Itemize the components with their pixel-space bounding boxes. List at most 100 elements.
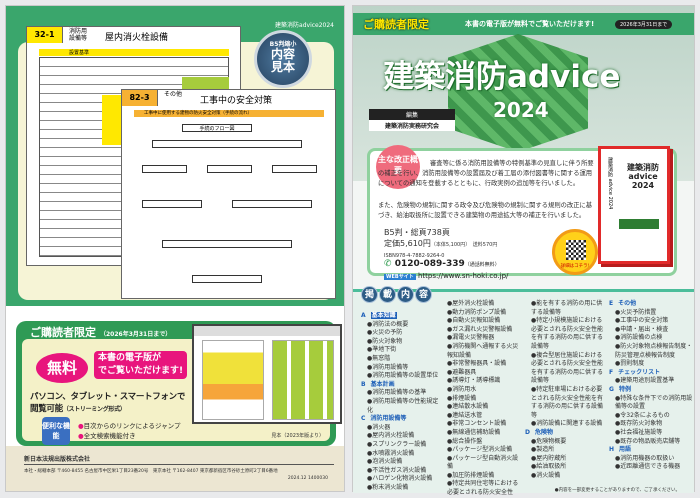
screen-page [272, 340, 334, 420]
feature-list: 目次からのリンクによるジャンプ全文検索機能付き [78, 421, 180, 441]
revision-text-1: 審査等に係る消防用設備等の特例基準の見直しに伴う所要の補正を行い、消防用設備等の… [378, 160, 594, 187]
contents-item: 屋内消火栓設備 [361, 432, 439, 441]
contents-item: 自動火災報知設備 [441, 317, 521, 326]
heading-label: その他 [618, 300, 637, 307]
page-title: 工事中の安全対策 [200, 96, 273, 106]
heading-letter: B [361, 380, 366, 388]
contents-item: 消防用設備等の性能規定化 [361, 398, 439, 415]
heading-letter: H [609, 446, 615, 454]
contents-heading: B 基本計画 [361, 381, 439, 390]
phone-number[interactable]: ✆ 0120-089-339（通話料無料） [384, 259, 500, 269]
contents-heading: C 消防用設備等 [361, 415, 439, 424]
contents-item: 令32条によるもの [609, 412, 693, 421]
book-title: 建築消防advice [383, 59, 621, 95]
publisher-footer: 新日本法規出版株式会社 本社・総轄本部 〒460-8455 名古屋市中区栄1丁目… [6, 446, 344, 491]
heading-label: チェックリスト [618, 368, 661, 376]
free-badge: 無料 [36, 353, 88, 383]
flow-box [192, 275, 262, 283]
cover-panel: ご購読者限定 本書の電子版が無料でご覧いただけます! 2026年3月31日まで … [352, 5, 695, 496]
contents-item: 既存防火対象物 [609, 420, 693, 429]
contents-item: 危険物概要 [525, 438, 605, 447]
website-link[interactable]: WEBサイト https://www.sn-hoki.co.jp/ [384, 272, 509, 280]
contents-item: 近距離通信できる機器 [609, 463, 693, 472]
contents-item: 無線通信補助設備 [441, 429, 521, 438]
heading-label: 消防用設備等 [370, 415, 407, 423]
contents-item: 防火対象物点検報告制度・防災管理点検報告制度 [609, 343, 693, 360]
sample-sheet-2: 82-3 その他 工事中の安全対策 工事中に使用する建物の防火安全対策（手続の流… [121, 89, 336, 299]
main-revision-badge: 主な改正概要 [376, 145, 420, 189]
qr-code[interactable]: 詳細はコチラ! [552, 229, 598, 275]
book-year: 2024 [493, 98, 549, 122]
contents-item: 準地下街 [361, 346, 439, 355]
editor-block: 編集建築消防実務研究会 [369, 109, 455, 131]
revision-text-2: また、危険物の規制に関する政令及び危険物の規制に関する規則の改正に基づき、給油取… [378, 202, 593, 219]
heading-label: 危険物 [534, 428, 553, 436]
free-message: 本書の電子版がでご覧いただけます! [94, 351, 188, 379]
header-small-title: 建築消防advice2024 [275, 22, 334, 29]
contents-item: 消防用設備等の設置単位 [361, 372, 439, 381]
contents-item: 複合型居住施設における必要とされる防火安全性能を有する消防の用に供する設備等 [525, 352, 605, 386]
contents-item: 特定駐車場における必要とされる防火安全性能を有する消防の用に供する設備等 [525, 386, 605, 420]
contents-item: 給油取扱所 [525, 463, 605, 472]
deadline-badge: 2026年3月31日まで [615, 20, 673, 29]
flow-box [232, 200, 312, 208]
contents-item: 特定小規模施設における必要とされる防火安全性能を有する消防の用に供する設備等 [525, 317, 605, 351]
contents-item: 建築用途別設置基準 [609, 377, 693, 386]
badge-big: 見本 [270, 60, 295, 74]
sample-badge: B5判縮小 内容 見本 [254, 30, 312, 88]
heading-letter: E [609, 300, 614, 307]
heading-letter: C [361, 415, 366, 423]
contents-column: Eその他火災予防措置工事中の安全対策申請・届出・検査消防設備の点検防火対象物点検… [609, 300, 693, 472]
page-category: その他 [164, 91, 183, 98]
heading-label: 用語 [619, 446, 632, 454]
contents-item: 無窓階 [361, 355, 439, 364]
contents-item: 防火対象物 [361, 338, 439, 347]
contents-item: スプリンクラー設備 [361, 441, 439, 450]
contents-item: 消火器 [361, 424, 439, 433]
contents-item: 消防用設備等 [361, 364, 439, 373]
flow-box [207, 165, 252, 173]
contents-item: 排煙設備 [441, 395, 521, 404]
contents-item: 特定共同住宅等における必要とされる防火安全性 [441, 480, 521, 497]
contents-item: 非常コンセント設備 [441, 420, 521, 429]
contents-item: 漏電火災警報器 [441, 334, 521, 343]
phone-icon: ✆ [384, 259, 392, 269]
contents-item: 消火設備 [525, 472, 605, 481]
flow-box [152, 140, 302, 148]
contents-note: ●内容を一部変更することがありますので、ご了承ください。 [554, 488, 680, 493]
contents-item: 泡消火設備 [361, 458, 439, 467]
publisher-address: 本社・総轄本部 〒460-8455 名古屋市中区栄1丁目23番20号 東京本社 … [24, 469, 278, 474]
section-bar: 設置基準 [39, 49, 229, 56]
cube-graphic [448, 34, 588, 152]
contents-heading: H 用語 [609, 446, 693, 455]
contents-item: 総合操作盤 [441, 438, 521, 447]
contents-item: 避難器具 [441, 369, 521, 378]
contents-item: 不活性ガス消火設備 [361, 467, 439, 476]
flow-heading: 手続のフロー図 [182, 124, 252, 132]
contents-item: 特殊な条件下での消防用設備等の設置 [609, 395, 693, 412]
contents-title: 掲載内容 [361, 286, 432, 303]
book-spine: 建築消防 advice 2024 [607, 157, 613, 210]
contents-heading: G 特例 [609, 386, 693, 395]
book-spec: B5判・総頁738頁 定価5,610円（本体5,100円） 送料570円 ISB… [384, 228, 498, 259]
flow-box [162, 240, 292, 248]
contents-item: 消防用設備等の基準 [361, 389, 439, 398]
free-text: 本書の電子版が無料でご覧いただけます! [465, 20, 595, 28]
flow-box [142, 200, 202, 208]
contents-item: 消防設備の点検 [609, 334, 693, 343]
heading-letter: D [525, 428, 530, 436]
heading-label: 基本計画 [370, 380, 395, 388]
contents-item: 製造所 [525, 446, 605, 455]
section-bar: 工事中に使用する建物の防火安全対策（手続の流れ） [134, 110, 324, 117]
contents-heading: E その他 [609, 300, 693, 309]
heading-label: 特例 [618, 385, 631, 393]
heading-letter: G [609, 385, 614, 393]
contents-item: 火災予防措置 [609, 309, 693, 318]
contents-item: 消防機関へ通報する火災報知設備 [441, 343, 521, 360]
book-label [619, 219, 659, 229]
flow-box [142, 165, 187, 173]
contents-item: 屋外消火栓設備 [441, 300, 521, 309]
promo-title: ご購読者限定（2026年3月31日まで） [30, 326, 172, 339]
contents-item: 粉末消火設備 [361, 484, 439, 493]
